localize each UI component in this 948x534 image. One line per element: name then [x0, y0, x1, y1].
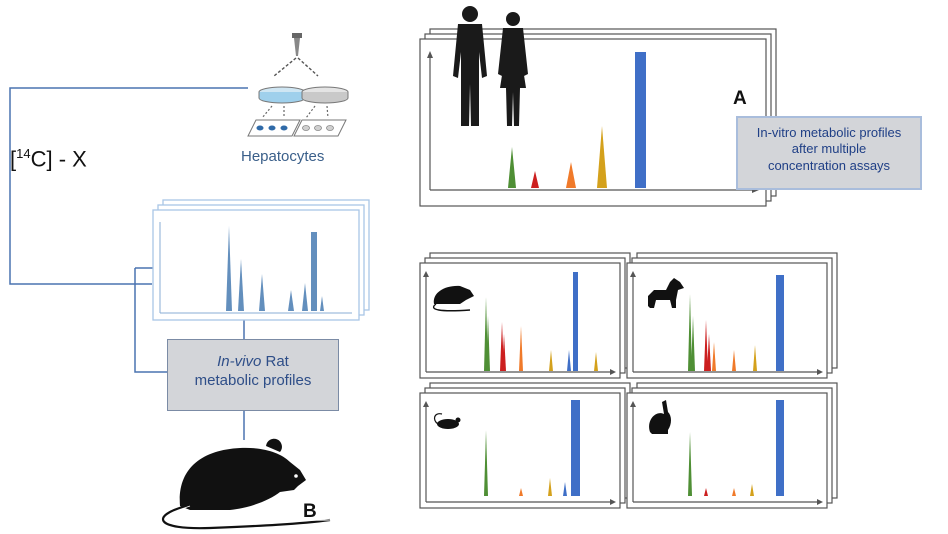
peak	[484, 430, 488, 496]
peak	[750, 484, 754, 496]
human-male-icon	[453, 6, 487, 126]
dog-profile-panel	[626, 252, 838, 379]
peak	[502, 334, 506, 371]
human-female-icon	[498, 12, 528, 126]
peak-bar	[573, 272, 578, 371]
peak	[519, 326, 523, 371]
panel-a-chart-stack	[419, 6, 777, 207]
peak	[732, 350, 736, 371]
peak	[563, 482, 567, 496]
peak	[549, 350, 553, 371]
petri-dish-icon	[258, 86, 349, 104]
peak	[567, 350, 571, 371]
in-vitro-box-line: concentration assays	[767, 157, 891, 173]
peak	[704, 320, 708, 371]
mouse-icon	[433, 413, 461, 429]
in-vivo-box-line-1: In-vivo Rat	[217, 353, 289, 370]
peak-bar	[776, 275, 784, 371]
hepatocytes-label: Hepatocytes	[241, 148, 325, 165]
peak	[486, 316, 490, 371]
panel-b-chart-stack	[152, 199, 370, 321]
peak-bar	[776, 400, 784, 496]
rat-icon	[433, 285, 474, 312]
in-vitro-box-line: after multiple	[791, 141, 867, 157]
panel-b-peaks	[226, 226, 324, 311]
peak	[548, 478, 552, 496]
species-chart-grid	[419, 252, 838, 509]
hepatocyte-assay-illustration	[247, 33, 349, 137]
cell-plate-icon	[247, 119, 347, 137]
in-vivo-rat-profiles-box: In-vivo Rat metabolic profiles	[167, 339, 339, 411]
rabbit-profile-panel	[626, 382, 838, 509]
in-vivo-box-line-2: metabolic profiles	[194, 371, 312, 389]
peak	[688, 432, 692, 496]
panel-b-letter: B	[303, 501, 317, 522]
radiolabeled-compound-label: [14C] - X	[10, 146, 87, 172]
peak	[704, 488, 708, 496]
mouse-profile-panel	[419, 382, 631, 509]
peak	[712, 342, 716, 371]
connector-lines	[9, 87, 248, 440]
rabbit-icon	[649, 400, 671, 434]
panel-a-letter: A	[733, 88, 747, 109]
peak	[691, 316, 695, 371]
peak	[519, 488, 523, 496]
dog-icon	[648, 278, 684, 308]
peak	[594, 352, 598, 371]
in-vitro-profiles-box: In-vitro metabolic profiles after multip…	[736, 116, 922, 190]
peak	[753, 345, 757, 371]
peak	[688, 294, 692, 371]
peak	[707, 334, 711, 371]
rat-profile-panel	[419, 252, 631, 379]
in-vitro-box-line: In-vitro metabolic profiles	[756, 125, 902, 140]
peak	[732, 488, 736, 496]
panel-a-peaks	[508, 52, 646, 188]
peak-bar	[571, 400, 580, 496]
pipette-icon	[273, 33, 319, 77]
rat-icon	[162, 438, 331, 530]
